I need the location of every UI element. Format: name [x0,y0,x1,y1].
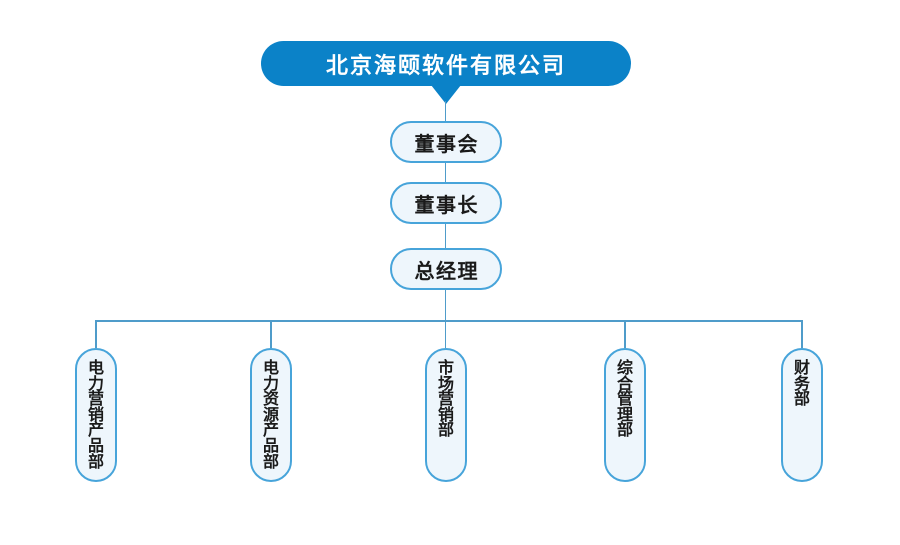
connector-horizontal-trunk [95,320,803,322]
dept-power-marketing-products-label: 电力营销产品部 [88,360,105,471]
connector-gm-to-departments [444,290,446,348]
general-manager-label: 总经理 [414,260,479,283]
connector-root-to-board [444,101,446,121]
node-dept-general-management: 综合管理部 [604,348,646,482]
node-dept-finance: 财务部 [781,348,823,482]
dept-marketing-label: 市场营销部 [438,360,455,440]
node-dept-marketing: 市场营销部 [425,348,467,482]
connector-stub-dept-5 [801,320,803,348]
root-pointer-icon [431,85,461,104]
dept-general-management-label: 综合管理部 [617,360,634,440]
node-dept-power-resources-products: 电力资源产品部 [250,348,292,482]
connector-stub-dept-2 [270,320,272,348]
connector-stub-dept-4 [624,320,626,348]
connector-chairman-to-gm [444,224,446,248]
node-board-of-directors: 董事会 [390,121,502,163]
node-company-root: 北京海颐软件有限公司 [261,41,631,86]
connector-board-to-chairman [444,163,446,182]
node-chairman: 董事长 [390,182,502,224]
node-dept-power-marketing-products: 电力营销产品部 [75,348,117,482]
board-of-directors-label: 董事会 [414,133,479,156]
connector-stub-dept-1 [95,320,97,348]
chairman-label: 董事长 [414,194,479,217]
company-root-label: 北京海颐软件有限公司 [325,52,566,78]
dept-power-resources-products-label: 电力资源产品部 [263,360,280,471]
node-general-manager: 总经理 [390,248,502,290]
dept-finance-label: 财务部 [794,360,811,409]
